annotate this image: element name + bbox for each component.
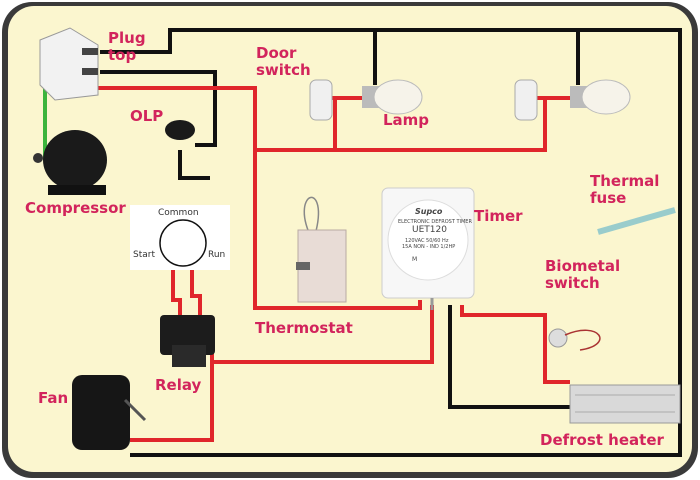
label-defrost-heater: Defrost heater: [540, 431, 664, 449]
relay-start-wire: [171, 250, 182, 318]
timer-model: UET120: [412, 225, 447, 235]
compressor-icon: [33, 130, 107, 195]
label-fan: Fan: [38, 389, 69, 407]
relay-timer-wire: [212, 305, 434, 364]
terminal-circle: [159, 219, 207, 267]
label-biometal-switch: Biometal switch: [545, 257, 621, 292]
biometal-switch-icon: [548, 328, 601, 351]
relay-run-wire: [190, 250, 202, 318]
label-plug-top: Plug top: [108, 29, 146, 64]
label-compressor: Compressor: [25, 199, 126, 217]
timer-type: ELECTRONIC DEFROST TIMER: [398, 219, 472, 225]
terminal-start: Start: [133, 250, 155, 260]
door-switch-icon: [309, 79, 538, 121]
timer-biometal-wire: [460, 305, 570, 384]
neutral-main-wire: [100, 28, 682, 457]
defrost-heater-icon: [569, 384, 681, 424]
thermostat-icon: [296, 196, 347, 303]
olp-common-wire: [178, 150, 210, 180]
live-thermostat-wire: [80, 86, 422, 310]
label-lamp: Lamp: [383, 111, 430, 129]
label-thermostat: Thermostat: [255, 319, 353, 337]
terminal-run: Run: [208, 250, 226, 260]
label-thermal-fuse: Thermal fuse: [590, 172, 660, 207]
terminal-common: Common: [158, 208, 199, 218]
timer-motor-symbol: M: [412, 256, 418, 263]
label-door-switch: Door switch: [256, 44, 311, 79]
olp-icon: [165, 120, 195, 140]
thermal-fuse-icon: [597, 207, 676, 235]
label-relay: Relay: [155, 376, 202, 394]
relay-icon: [160, 315, 215, 367]
fan-wire: [130, 345, 214, 442]
timer-icon: [381, 187, 475, 310]
plug-top-icon: [39, 27, 99, 101]
neutral-wires: [100, 28, 682, 457]
timer-brand: Supco: [415, 207, 443, 216]
label-timer: Timer: [474, 207, 523, 225]
timer-rating2: 15A NON - IND 1/2HP: [402, 244, 456, 250]
label-olp: OLP: [130, 107, 164, 125]
olp-wire: [100, 70, 217, 147]
terminal-diagram-box: [130, 205, 230, 270]
lamp-icon: [362, 79, 631, 115]
timer-heater-wire: [448, 305, 570, 409]
fan-icon: [72, 375, 147, 450]
timer-rating1: 120VAC 50/60 Hz: [405, 238, 449, 244]
